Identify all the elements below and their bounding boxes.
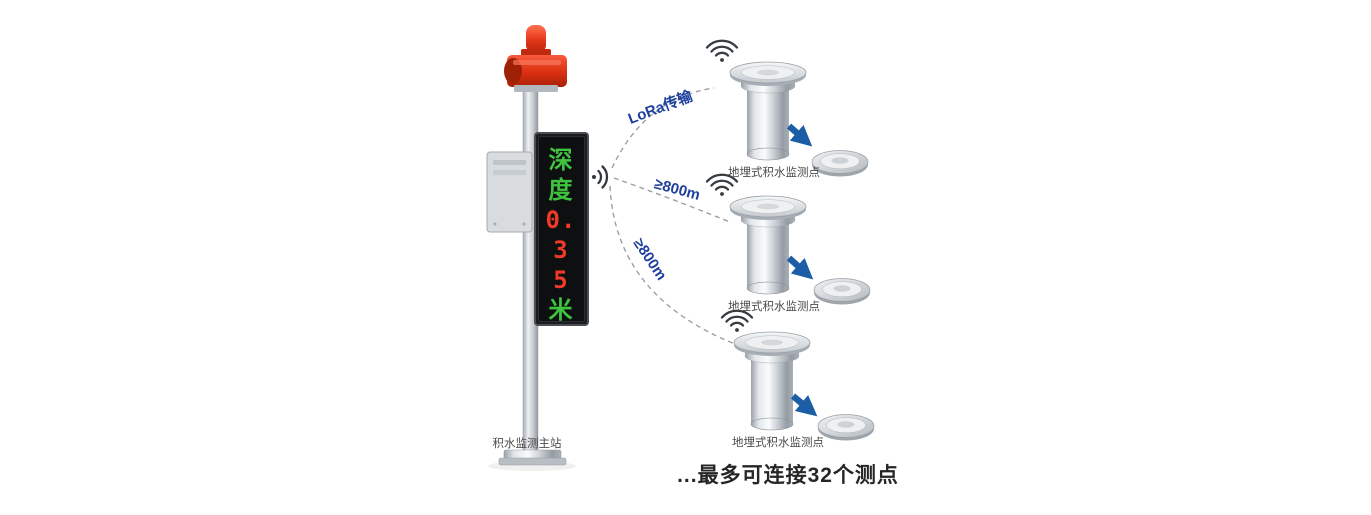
led-row-3: 0. — [546, 206, 577, 234]
lora-links — [609, 87, 741, 347]
control-box — [486, 151, 533, 233]
link-label-lora: LoRa传输 — [625, 86, 695, 127]
alarm-beacon-icon — [526, 25, 546, 53]
sensor-label-3: 地埋式积水监测点 — [732, 436, 824, 449]
main-station: 深 度 0. 3 5 米 积水监测主站 — [486, 25, 609, 471]
link-labels: LoRa传输 ≥800m ≥800m — [625, 86, 701, 283]
link-curve-1 — [611, 87, 715, 169]
arrow-to-disc — [786, 255, 814, 280]
control-box-screw — [522, 222, 526, 226]
sensor-disc — [817, 414, 875, 441]
led-row-1: 深 — [549, 146, 574, 174]
led-panel-screen — [538, 136, 585, 322]
sensor-unit-2: 地埋式积水监测点 — [705, 173, 871, 313]
wifi-signal-icon — [705, 39, 739, 64]
alarm-bracket — [514, 85, 558, 92]
buried-sensor-body — [733, 331, 811, 431]
sensor-label-1: 地埋式积水监测点 — [728, 166, 820, 179]
link-curve-2 — [613, 177, 731, 223]
arrow-to-disc — [786, 123, 813, 147]
control-box-vent — [493, 160, 526, 165]
wifi-signal-icon — [720, 309, 754, 334]
sensor-label-2: 地埋式积水监测点 — [728, 300, 820, 313]
buried-sensor-body — [729, 61, 807, 161]
led-display: 深 度 0. 3 5 米 — [534, 132, 589, 326]
wireless-emitter-icon — [592, 165, 609, 189]
link-label-distance-1: ≥800m — [652, 175, 701, 203]
wifi-signal-icon — [705, 173, 739, 198]
sensor-disc — [811, 150, 869, 177]
control-box-screw — [493, 222, 497, 226]
alarm-light — [504, 25, 567, 92]
led-row-2: 度 — [549, 176, 574, 204]
arrow-to-disc — [790, 393, 818, 417]
led-row-5: 5 — [553, 266, 568, 294]
pole-base-upper — [503, 449, 562, 460]
led-row-4: 3 — [553, 236, 568, 264]
control-box-vent — [493, 170, 526, 175]
sensor-disc — [813, 278, 871, 305]
sensor-unit-3: 地埋式积水监测点 — [720, 309, 875, 449]
pole-base-plate — [498, 457, 567, 466]
link-curve-3 — [609, 185, 741, 347]
station-label: 积水监测主站 — [493, 436, 562, 450]
sensor-unit-1: 地埋式积水监测点 — [705, 39, 869, 179]
alarm-beacon-base — [521, 49, 551, 56]
led-row-6: 米 — [549, 296, 574, 324]
alarm-highlight — [513, 60, 561, 65]
buried-sensor-body — [729, 195, 807, 295]
link-label-distance-2: ≥800m — [630, 235, 670, 283]
footer-caption: ...最多可连接32个测点 — [677, 463, 899, 487]
